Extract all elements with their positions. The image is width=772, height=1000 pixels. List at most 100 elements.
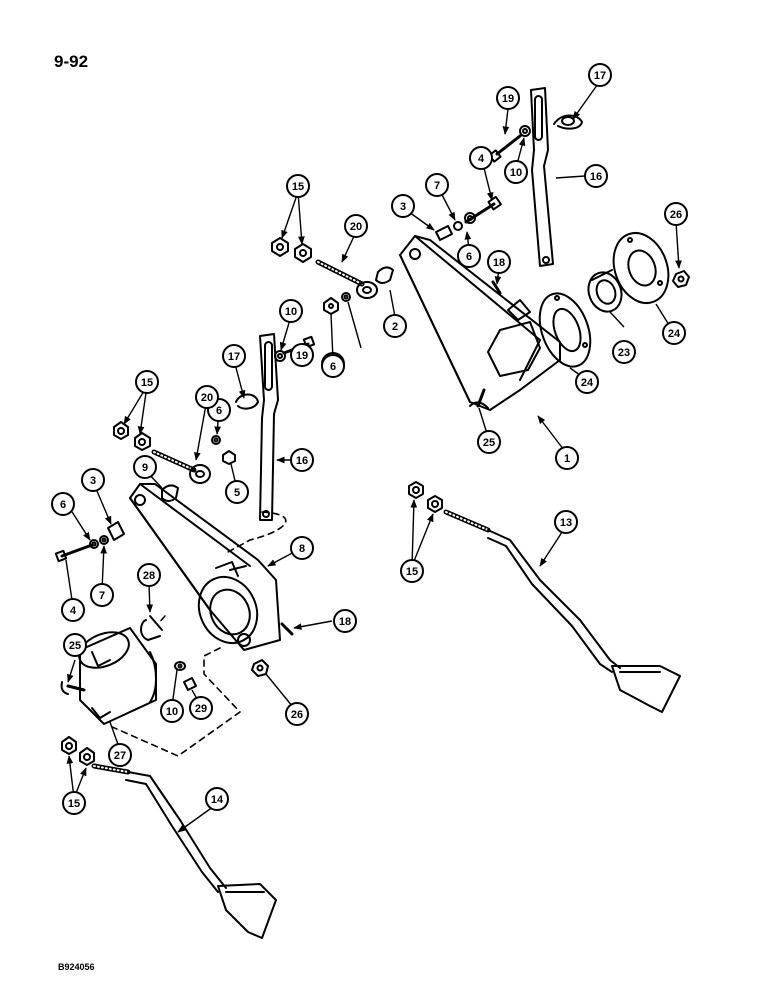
callout-number: 20 [201, 392, 213, 404]
callout-number: 25 [69, 640, 81, 652]
callout-circle [51, 492, 75, 516]
callout-24: 24 [662, 321, 686, 345]
callout-circle [477, 430, 501, 454]
callout-number: 28 [143, 570, 155, 582]
callout-19: 19 [290, 343, 314, 367]
callout-4: 4 [469, 146, 493, 170]
callout-number: 25 [483, 437, 495, 449]
callout-circle [285, 702, 309, 726]
spacer-2 [375, 266, 394, 284]
callout-18: 18 [333, 609, 357, 633]
callout-circle [189, 696, 213, 720]
callout-circle [90, 583, 114, 607]
roll-pin-left [280, 622, 294, 636]
u-bolt-28 [140, 615, 163, 641]
callout-15: 15 [135, 370, 159, 394]
callout-1: 1 [555, 446, 579, 470]
callout-circle [391, 194, 415, 218]
callout-10: 10 [160, 699, 184, 723]
callout-number: 6 [60, 499, 66, 511]
callout-number: 29 [195, 703, 207, 715]
callout-number: 2 [392, 321, 398, 333]
callout-5: 5 [225, 480, 249, 504]
callout-number: 6 [466, 251, 472, 263]
callout-circle [612, 340, 636, 364]
roll-pin-right [491, 280, 502, 295]
callout-26: 26 [285, 702, 309, 726]
eye-bolt-upper [315, 259, 378, 299]
page-number: 9-92 [54, 52, 89, 71]
callout-circle [205, 787, 229, 811]
callout-number: 15 [406, 566, 418, 578]
callout-circle [469, 146, 493, 170]
callout-circle [160, 699, 184, 723]
callout-number: 15 [292, 181, 304, 193]
callout-number: 18 [339, 616, 351, 628]
callout-6: 6 [457, 244, 481, 268]
pedal-rod-left [61, 736, 277, 939]
callout-circle [81, 468, 105, 492]
callout-number: 6 [330, 361, 336, 373]
callout-number: 8 [299, 543, 305, 555]
callout-17: 17 [588, 63, 612, 87]
callout-number: 20 [350, 221, 362, 233]
callout-7: 7 [90, 583, 114, 607]
callout-circle [496, 86, 520, 110]
callout-2: 2 [383, 314, 407, 338]
callout-10: 10 [504, 160, 528, 184]
callout-15: 15 [62, 791, 86, 815]
callout-circle [662, 321, 686, 345]
callout-number: 24 [668, 328, 681, 340]
callout-circle [290, 448, 314, 472]
callout-group: 1233445566667789101010131415151515161617… [51, 63, 688, 815]
callout-circle [61, 598, 85, 622]
callout-number: 1 [564, 453, 570, 465]
callout-circle [487, 250, 511, 274]
nut-washer-upper [323, 292, 351, 315]
adjuster-arm-left [259, 333, 279, 521]
callout-circle [400, 559, 424, 583]
callout-4: 4 [61, 598, 85, 622]
callout-number: 17 [594, 70, 606, 82]
figure-code: B924056 [58, 962, 95, 972]
callout-circle [504, 160, 528, 184]
callout-29: 29 [189, 696, 213, 720]
eye-bolt-left [151, 449, 211, 484]
callout-circle [457, 244, 481, 268]
nuts-pair-upper [271, 237, 312, 263]
callout-10: 10 [279, 299, 303, 323]
callout-15: 15 [400, 559, 424, 583]
callout-circle [344, 214, 368, 238]
callout-23: 23 [612, 340, 636, 364]
callout-number: 23 [618, 347, 630, 359]
callout-number: 17 [228, 351, 240, 363]
bolt-left-4 [54, 521, 125, 563]
callout-number: 24 [581, 377, 594, 389]
callout-25: 25 [63, 633, 87, 657]
callout-28: 28 [137, 563, 161, 587]
callout-number: 27 [114, 750, 126, 762]
callout-circle [133, 455, 157, 479]
callout-number: 10 [166, 706, 178, 718]
callout-circle [195, 385, 219, 409]
nut-left-26 [251, 659, 269, 677]
sleeve-tube [78, 627, 157, 725]
washers-left-center [211, 435, 236, 465]
callout-number: 7 [434, 180, 440, 192]
nut-right-26 [672, 270, 690, 288]
callout-9: 9 [133, 455, 157, 479]
callout-circle [321, 354, 345, 378]
callout-number: 3 [400, 201, 406, 213]
nuts-pair-left [113, 421, 151, 451]
parts-drawing [54, 87, 690, 939]
callout-number: 10 [285, 306, 297, 318]
callout-circle [554, 510, 578, 534]
bearing [587, 269, 623, 313]
callout-18: 18 [487, 250, 511, 274]
callout-number: 18 [493, 257, 505, 269]
callout-number: 16 [590, 171, 602, 183]
mounting-bracket-left [129, 483, 281, 651]
callout-3: 3 [391, 194, 415, 218]
flange-plate-inner [538, 292, 592, 368]
